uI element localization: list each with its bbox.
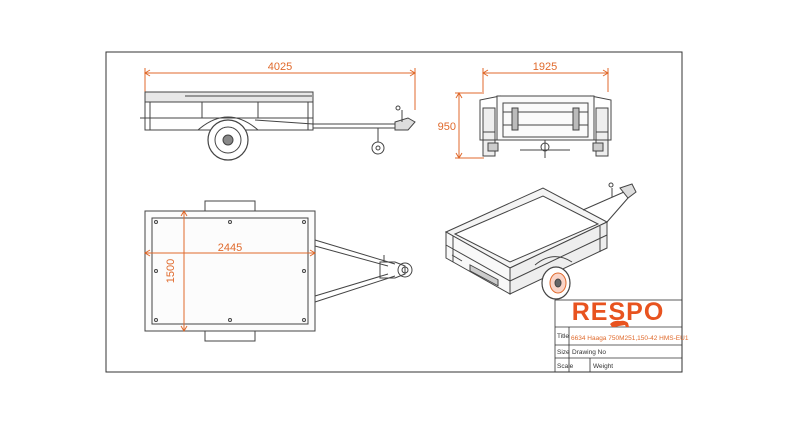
dimension-front-width: [482, 68, 609, 92]
dim-top-width-label: 1500: [165, 259, 177, 283]
dimension-top-length: [144, 249, 316, 257]
title-block: [554, 299, 683, 373]
dim-front-height-label: 950: [438, 121, 456, 133]
dimension-front-height: [455, 92, 484, 159]
bear-icon: [610, 320, 629, 327]
title-value: 6634 Haaga 750M251,150-42 HMS-EU1: [571, 335, 689, 342]
side-view: [140, 68, 416, 161]
dim-side-length-label: 4025: [268, 61, 292, 73]
front-view: [455, 68, 612, 159]
dim-front-width-label: 1925: [533, 61, 557, 73]
drawing-border: [105, 51, 683, 373]
top-view: [144, 200, 413, 342]
isometric-view: [444, 182, 637, 300]
dim-top-length-label: 2445: [218, 242, 242, 254]
respo-logo: RESPO: [572, 298, 663, 327]
dimension-top-width: [180, 210, 188, 332]
title-label: Title: [557, 333, 569, 340]
scale-label: Scale: [557, 363, 574, 370]
drawing-no-label: Drawing No: [572, 349, 606, 356]
size-label: Size: [557, 349, 570, 356]
dimension-side-length: [144, 68, 416, 110]
weight-label: Weight: [593, 363, 613, 370]
